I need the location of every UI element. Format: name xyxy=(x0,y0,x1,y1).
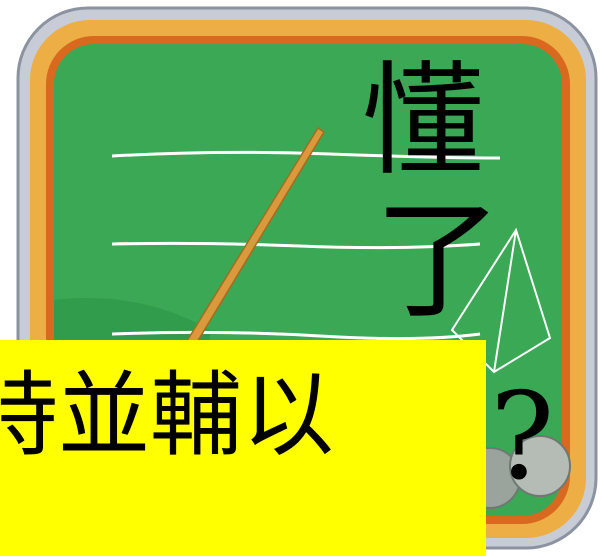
caption-box: 時並輔以 xyxy=(0,340,486,556)
chalk-line xyxy=(111,241,481,250)
chalk-line xyxy=(111,150,501,160)
chalk-pyramid xyxy=(450,227,552,374)
chalk-line xyxy=(111,330,481,341)
board-char-dong: 懂 xyxy=(362,50,484,192)
board-question-mark: ? xyxy=(490,368,555,507)
eraser-circle xyxy=(509,435,571,497)
caption-text: 時並輔以 xyxy=(0,362,335,469)
board-char-le: 了 xyxy=(374,187,503,336)
